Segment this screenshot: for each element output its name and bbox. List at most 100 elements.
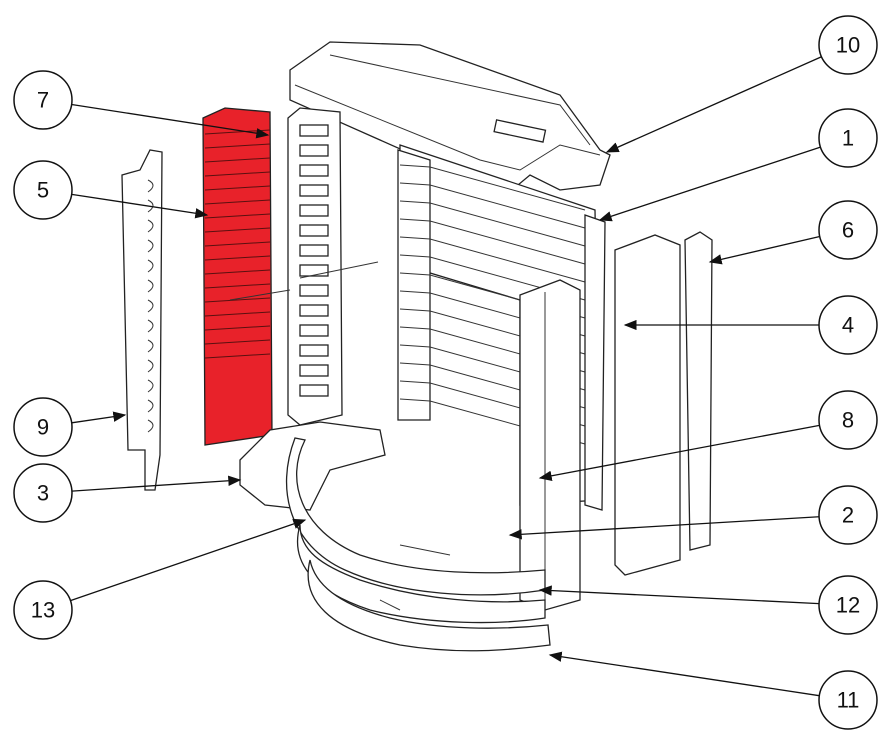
panel-rib-line [204, 297, 271, 303]
callout-label: 2 [842, 503, 854, 528]
panel-rib-line [204, 199, 271, 205]
panel-rib-line [204, 213, 271, 219]
wall-rib [399, 254, 586, 301]
strip-notch [147, 319, 154, 333]
callout-13: 13 [13, 518, 307, 640]
callout-label: 4 [842, 313, 854, 338]
leader-line [71, 475, 242, 492]
part-1-side-strip [584, 214, 606, 511]
callouts: 7 5 9 3 13 10 1 6 4 8 2 12 11 [13, 15, 878, 730]
callout-9: 9 [13, 397, 127, 457]
callout-3: 3 [13, 463, 242, 523]
panel-rib-line [204, 227, 271, 233]
callout-label: 9 [37, 415, 49, 440]
part-4-side-panel [614, 234, 681, 576]
callout-circle [818, 575, 878, 635]
panel-slot [299, 284, 329, 297]
strip-notch [147, 379, 154, 393]
callout-label: 13 [31, 598, 55, 623]
callout-circle [818, 108, 878, 168]
wall-rib [399, 182, 586, 229]
panel-slot [299, 384, 329, 397]
parts-group [121, 41, 713, 652]
callout-circle [818, 295, 878, 355]
panel-rib-line [204, 325, 271, 331]
strip-notch [147, 179, 154, 193]
callout-label: 5 [37, 178, 49, 203]
part-11-bottom-arc [307, 559, 551, 652]
strip-notch [147, 259, 154, 273]
panel-slot [299, 224, 329, 237]
panel-slot [299, 344, 329, 357]
callout-5: 5 [13, 160, 209, 220]
panel-rib-line [204, 241, 271, 247]
panel-rib-line [204, 311, 271, 317]
strip-notch [147, 219, 154, 233]
panel-slot [299, 204, 329, 217]
strip-notch [147, 339, 154, 353]
callout-circle [818, 15, 878, 75]
leader-line [708, 235, 820, 265]
panel-rib-line [204, 157, 271, 163]
callout-label: 1 [842, 126, 854, 151]
panel-rib-line [204, 255, 271, 261]
callout-circle [13, 160, 73, 220]
callout-12: 12 [538, 575, 878, 635]
callout-label: 6 [842, 218, 854, 243]
callout-circle [13, 463, 73, 523]
panel-slot [299, 264, 329, 277]
panel-rib-line [204, 185, 271, 191]
panel-rib-line [204, 269, 271, 275]
panel-rib-line [204, 283, 271, 289]
callout-circle [818, 485, 878, 545]
callout-7: 7 [13, 70, 270, 139]
part-8-front-pillar [519, 279, 581, 611]
strip-notch [147, 399, 154, 413]
wall-rib [399, 236, 586, 283]
panel-slot [299, 124, 329, 137]
panel-slot [299, 324, 329, 337]
callout-circle [818, 390, 878, 450]
callout-6: 6 [708, 200, 878, 265]
callout-circle [13, 580, 73, 640]
strip-notch [147, 419, 154, 433]
callout-label: 8 [842, 408, 854, 433]
wall-rib [399, 164, 586, 211]
part-10-top-baffle [289, 41, 611, 201]
leader-line [70, 518, 307, 602]
panel-rib-line [204, 171, 271, 177]
panel-slot [299, 304, 329, 317]
leader-line [598, 146, 821, 222]
panel-rib-line [204, 339, 271, 345]
wall-rib [399, 218, 586, 265]
panel-slot [299, 364, 329, 377]
panel-slot [299, 184, 329, 197]
strip-notch [147, 279, 154, 293]
callout-label: 10 [836, 33, 860, 58]
callout-label: 3 [37, 481, 49, 506]
panel-rib-line [204, 143, 271, 149]
callout-label: 7 [37, 88, 49, 113]
strip-notch [147, 239, 154, 253]
callout-2: 2 [508, 485, 878, 545]
callout-1: 1 [598, 108, 878, 222]
leader-line [605, 56, 822, 153]
strip-notch [147, 199, 154, 213]
part-6-side-strip [684, 231, 713, 551]
callout-10: 10 [605, 15, 878, 153]
part-9-left-strip [121, 149, 163, 491]
part-5-left-panel [287, 107, 343, 426]
part-7-highlighted-panel [202, 107, 273, 446]
leader-line [71, 103, 270, 139]
leader-line [538, 424, 820, 481]
leader-line [538, 585, 820, 605]
callout-circle [818, 200, 878, 260]
panel-rib-line [204, 353, 271, 359]
callout-circle [818, 670, 878, 730]
panel-slot [299, 164, 329, 177]
callout-label: 11 [837, 688, 860, 713]
callout-circle [13, 70, 73, 130]
callout-8: 8 [538, 390, 878, 481]
